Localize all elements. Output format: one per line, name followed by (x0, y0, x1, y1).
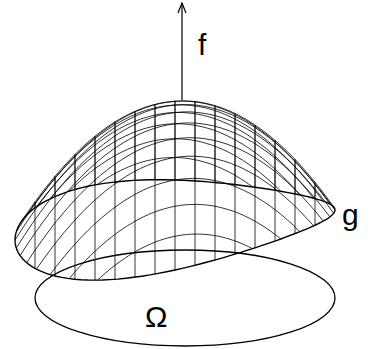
mesh-line (95, 136, 96, 280)
mesh-line (255, 125, 256, 248)
mesh-line (50, 178, 300, 274)
force-arrow (181, 3, 182, 100)
mesh-line (36, 156, 313, 269)
mesh-line (295, 159, 296, 233)
mesh-line (175, 101, 176, 270)
mesh-line (75, 154, 76, 279)
surface-boundary (15, 180, 335, 280)
mesh-line (69, 204, 281, 278)
mesh-line (35, 202, 36, 269)
mesh-line (315, 182, 316, 225)
mesh-line (235, 113, 236, 254)
mesh-line (98, 234, 253, 280)
surface-mesh (15, 101, 335, 280)
mesh-line (195, 101, 196, 265)
mesh-line (155, 104, 156, 274)
mesh-line (115, 122, 116, 279)
mesh-line (55, 176, 56, 276)
force-label: f (198, 30, 206, 60)
mesh-line (27, 138, 324, 263)
mesh-line (20, 123, 330, 256)
domain-label: Ω (145, 302, 167, 332)
boundary-label: g (342, 200, 359, 230)
domain-ellipse (35, 250, 335, 346)
